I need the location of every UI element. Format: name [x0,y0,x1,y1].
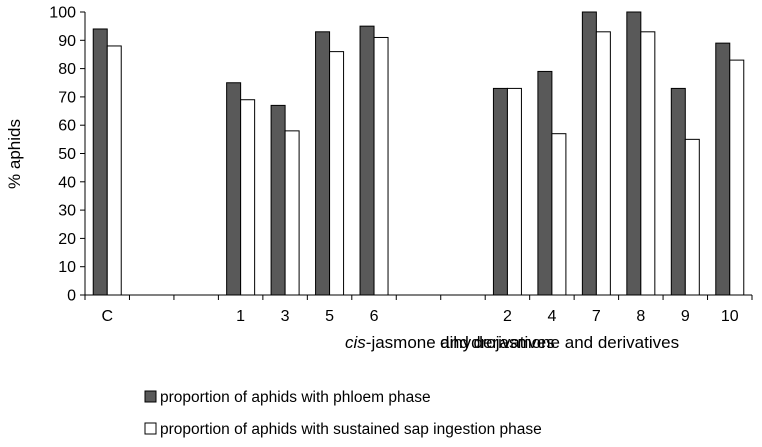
bar-sap-ingestion-9 [684,138,700,296]
bar-phloem-6 [359,25,375,296]
bar-phloem-9 [670,87,686,296]
bar-phloem-4 [537,70,553,296]
y-tick-label: 50 [58,146,76,163]
y-tick-label: 30 [58,203,76,220]
bar-phloem-10 [715,42,731,296]
group-label-cis-jasmone-italic: cis [345,333,366,352]
bars [92,11,745,296]
y-axis-label: % aphids [5,119,24,189]
y-tick-label: 70 [58,89,76,106]
legend-swatch-sap-ingestion [144,422,157,435]
x-tick-label: 2 [503,308,512,325]
x-tick-label: C [101,308,113,325]
bar-phloem-7 [581,11,597,296]
bar-phloem-3 [270,104,286,296]
x-tick-label: 5 [325,308,334,325]
bar-sap-ingestion-6 [373,36,389,296]
x-tick-label: 4 [547,308,556,325]
y-tick-label: 10 [58,259,76,276]
y-tick-label: 40 [58,174,76,191]
bar-sap-ingestion-5 [329,51,345,296]
y-tick-label: 100 [49,5,76,22]
bar-sap-ingestion-3 [284,130,300,296]
x-tick-label: 3 [281,308,290,325]
bar-sap-ingestion-C [106,45,122,296]
x-tick-label: 9 [681,308,690,325]
legend-label-phloem: proportion of aphids with phloem phase [160,389,431,406]
y-tick-label: 80 [58,61,76,78]
x-tick-label: 10 [721,308,739,325]
y-tick-label: 0 [67,288,76,305]
legend-swatch-phloem [144,390,157,403]
y-axis: 0 10 20 30 40 50 60 70 80 90 100 [49,5,86,305]
x-tick-label: 6 [370,308,379,325]
legend-label-sap-ingestion: proportion of aphids with sustained sap … [160,421,542,438]
group-label-dihydrojasmone: dihydrojasmone and derivatives [440,333,679,352]
bar-phloem-1 [226,82,242,296]
legend: proportion of aphids with phloem phase p… [144,389,542,438]
bar-sap-ingestion-1 [240,99,256,296]
bar-phloem-2 [492,87,508,296]
bar-sap-ingestion-10 [729,59,745,296]
x-tick-label: 1 [236,308,245,325]
y-tick-label: 60 [58,118,76,135]
x-tick-label: 8 [636,308,645,325]
group-label-cis-jasmone: cis-jasmone and derivatives [345,333,555,352]
bar-phloem-8 [626,11,642,296]
bar-phloem-C [92,28,108,296]
y-tick-label: 20 [58,231,76,248]
y-tick-label: 90 [58,33,76,50]
bar-phloem-5 [315,31,331,296]
x-tick-label: 7 [592,308,601,325]
bar-sap-ingestion-7 [595,31,611,296]
group-label-cis-jasmone-rest: -jasmone and derivatives [366,333,555,352]
x-axis: C 1 3 5 6 2 4 7 8 9 10 [84,294,753,325]
bar-sap-ingestion-4 [551,133,567,296]
bar-sap-ingestion-8 [640,31,656,296]
bar-sap-ingestion-2 [506,87,522,296]
